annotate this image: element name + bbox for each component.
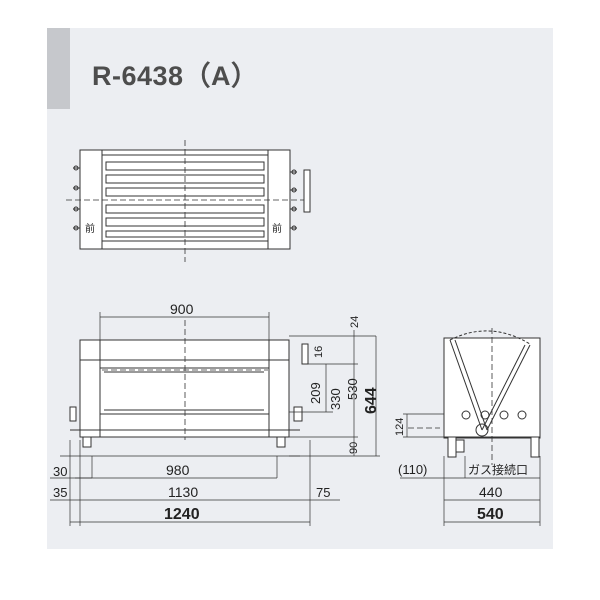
dim-530: 530 [345,378,360,400]
dim-16: 16 [313,346,325,358]
front-view [69,339,309,448]
front-label-right: 前 [272,222,282,235]
dim-644: 644 [363,387,380,414]
dim-35: 35 [53,485,67,500]
dim-75: 75 [316,485,330,500]
dim-209: 209 [308,382,323,404]
figure-panel [47,28,553,549]
dim-124: 124 [394,418,406,436]
dim-900: 900 [170,301,194,317]
dim-110: (110) [398,462,427,477]
dim-1130: 1130 [168,484,198,500]
dim-980: 980 [166,462,190,478]
dim-330: 330 [328,388,343,410]
dim-1240: 1240 [164,506,200,523]
title-accent-tab [47,28,70,109]
dim-540: 540 [477,506,504,523]
front-label-left: 前 [85,222,95,235]
dim-24: 24 [349,316,361,328]
dim-90: 90 [348,442,360,454]
dim-30: 30 [53,464,67,479]
model-title: R-6438（A） [92,61,259,91]
gas-connection-label: ガス接続口 [468,462,528,477]
dim-440: 440 [479,484,503,500]
